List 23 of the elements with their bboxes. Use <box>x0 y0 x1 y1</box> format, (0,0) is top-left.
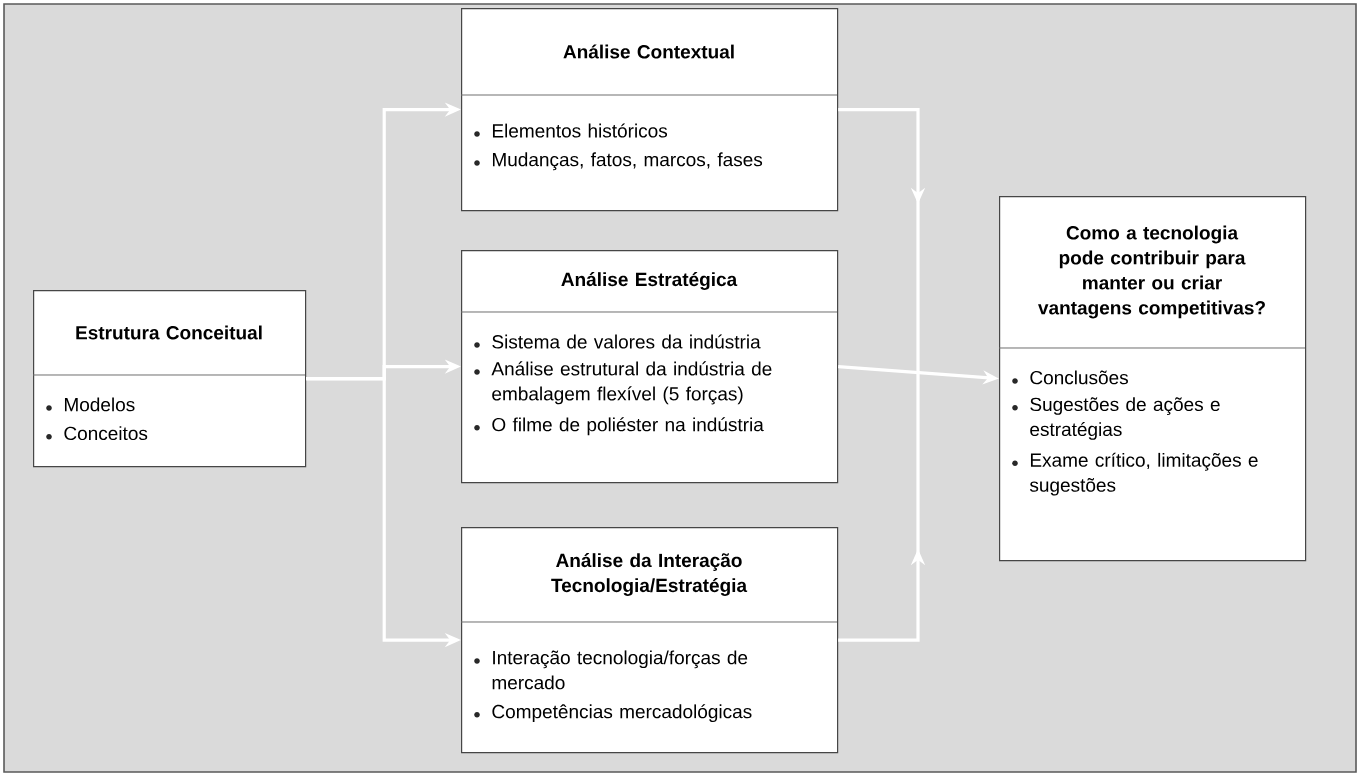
process-box <box>998 196 1307 562</box>
bullet-item: Sistema de valores da indústria <box>474 334 761 349</box>
bullet-item: Mudanças, fatos, marcos, fases <box>474 152 763 171</box>
box-heading: Análise Contextual <box>563 44 734 59</box>
process-box <box>32 290 307 468</box>
box-heading: Estrutura Conceitual <box>76 325 262 340</box>
bullet-item: Competências mercadológicas <box>474 704 752 723</box>
bullet-item: Elementos históricos <box>474 123 668 138</box>
bullet-item: Sugestões de ações e estratégias <box>1012 397 1220 440</box>
bullet-item: Exame crítico, limitações e sugestões <box>1012 452 1258 496</box>
box-heading: Como a tecnologia pode contribuir para manter ou criar vantagens competitivas? <box>1038 225 1265 319</box>
bullet-item: Conclusões <box>1012 370 1128 385</box>
bullet-item: Conceitos <box>46 426 148 441</box>
bullet-item: Análise estrutural da indústria de embalagem flexível (5 forças) <box>474 361 772 405</box>
bullet-item: O filme de poliéster na indústria <box>474 417 764 436</box>
arrow <box>838 108 926 378</box>
process-box <box>460 527 839 754</box>
box-heading: Análise da Interação Tecnologia/Estratégia <box>551 553 748 596</box>
process-box <box>460 250 839 484</box>
bullet-item: Interação tecnologia/forças de mercado <box>474 650 748 690</box>
box-heading: Análise Estratégica <box>561 272 738 290</box>
process-box <box>460 8 839 212</box>
bullet-item: Modelos <box>46 397 135 412</box>
